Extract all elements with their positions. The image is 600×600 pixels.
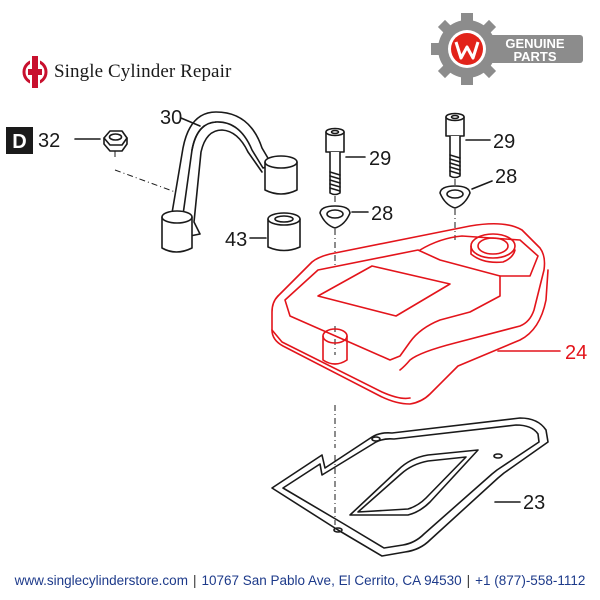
- callout-29-right: 29: [493, 131, 515, 153]
- part-30-lower-bushing: [161, 210, 193, 253]
- badge-line2: PARTS: [513, 49, 556, 64]
- callout-43: 43: [225, 229, 247, 251]
- part-29-bolt-left: [325, 127, 345, 196]
- part-28-grommet-left: [319, 205, 351, 229]
- single-cylinder-repair-logo-icon: [22, 56, 48, 88]
- callout-32: 32: [38, 130, 60, 152]
- footer-website[interactable]: www.singlecylinderstore.com: [14, 573, 188, 588]
- section-label: D: [6, 127, 33, 154]
- callout-28-right: 28: [495, 166, 517, 188]
- part-23-gasket: [271, 417, 549, 557]
- part-24-cover: [271, 222, 561, 405]
- part-43-sleeve: [249, 212, 301, 252]
- footer-separator: |: [192, 573, 197, 588]
- part-29-bolt-right: [445, 112, 465, 179]
- brand-header: Single Cylinder Repair: [22, 52, 231, 92]
- part-28-grommet-right: [439, 185, 471, 209]
- badge-line1: GENUINE: [505, 36, 565, 51]
- part-32-nut: [74, 130, 128, 152]
- brand-name: Single Cylinder Repair: [54, 61, 232, 82]
- genuine-parts-badge: GENUINE PARTS: [431, 13, 583, 85]
- footer-separator: |: [466, 573, 471, 588]
- callout-30: 30: [160, 107, 182, 129]
- callout-28-left: 28: [371, 203, 393, 225]
- callout-29-left: 29: [369, 148, 391, 170]
- footer-phone[interactable]: +1 (877)-558-1112: [475, 573, 586, 588]
- part-30-upper-bushing: [264, 155, 298, 195]
- callout-24: 24: [565, 342, 587, 364]
- footer-contact: www.singlecylinderstore.com | 10767 San Pa…: [0, 573, 600, 588]
- footer-address: 10767 San Pablo Ave, El Cerrito, CA 9453…: [201, 573, 462, 588]
- section-letter: D: [12, 131, 26, 153]
- callout-23: 23: [523, 492, 545, 514]
- gear-icon: [431, 13, 503, 85]
